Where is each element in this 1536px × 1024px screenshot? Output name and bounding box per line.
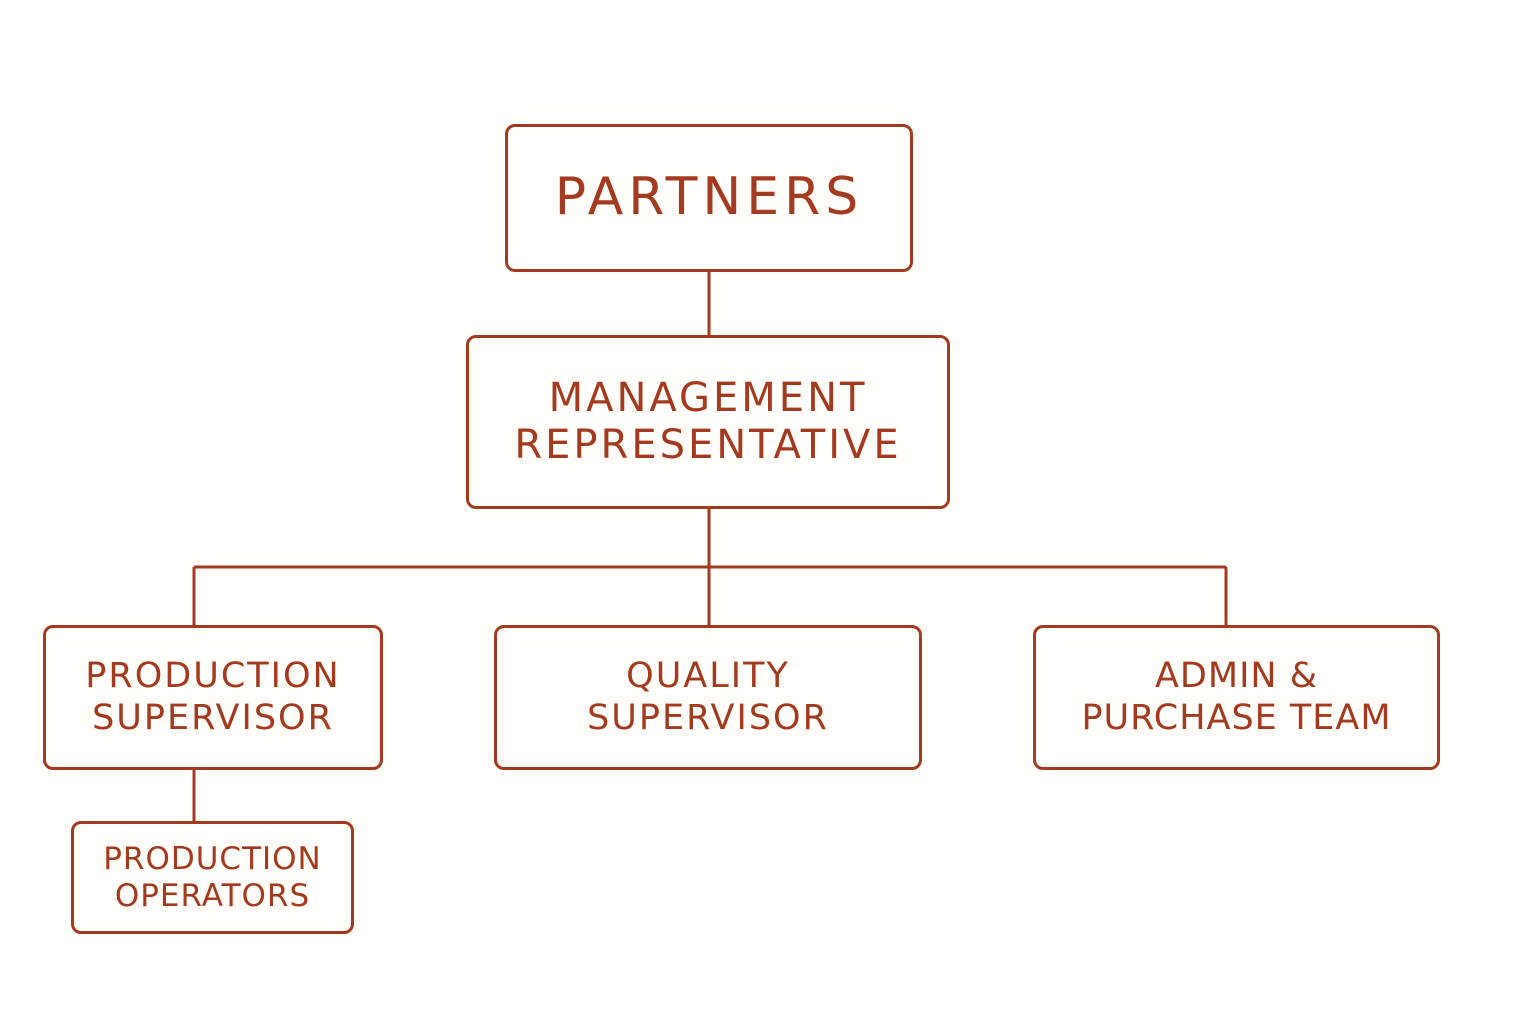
- node-quality-supervisor: QUALITY SUPERVISOR: [494, 625, 922, 770]
- node-production-operators: PRODUCTION OPERATORS: [71, 821, 354, 934]
- node-label-line: SUPERVISOR: [587, 697, 829, 738]
- node-label-line: OPERATORS: [114, 877, 311, 914]
- node-partners: PARTNERS: [505, 124, 913, 272]
- node-label-line: PURCHASE TEAM: [1081, 697, 1392, 738]
- node-label-line: REPRESENTATIVE: [514, 422, 902, 468]
- node-label-line: MANAGEMENT: [548, 374, 868, 421]
- node-label-line: SUPERVISOR: [92, 697, 334, 738]
- node-label-line: PARTNERS: [554, 167, 864, 228]
- node-management-representative: MANAGEMENT REPRESENTATIVE: [466, 335, 950, 509]
- node-label-line: ADMIN &: [1154, 656, 1318, 697]
- node-admin-purchase-team: ADMIN & PURCHASE TEAM: [1033, 625, 1440, 770]
- node-label-line: PRODUCTION: [103, 840, 322, 877]
- node-production-supervisor: PRODUCTION SUPERVISOR: [43, 625, 383, 770]
- node-label-line: QUALITY: [626, 656, 790, 697]
- node-label-line: PRODUCTION: [85, 656, 341, 697]
